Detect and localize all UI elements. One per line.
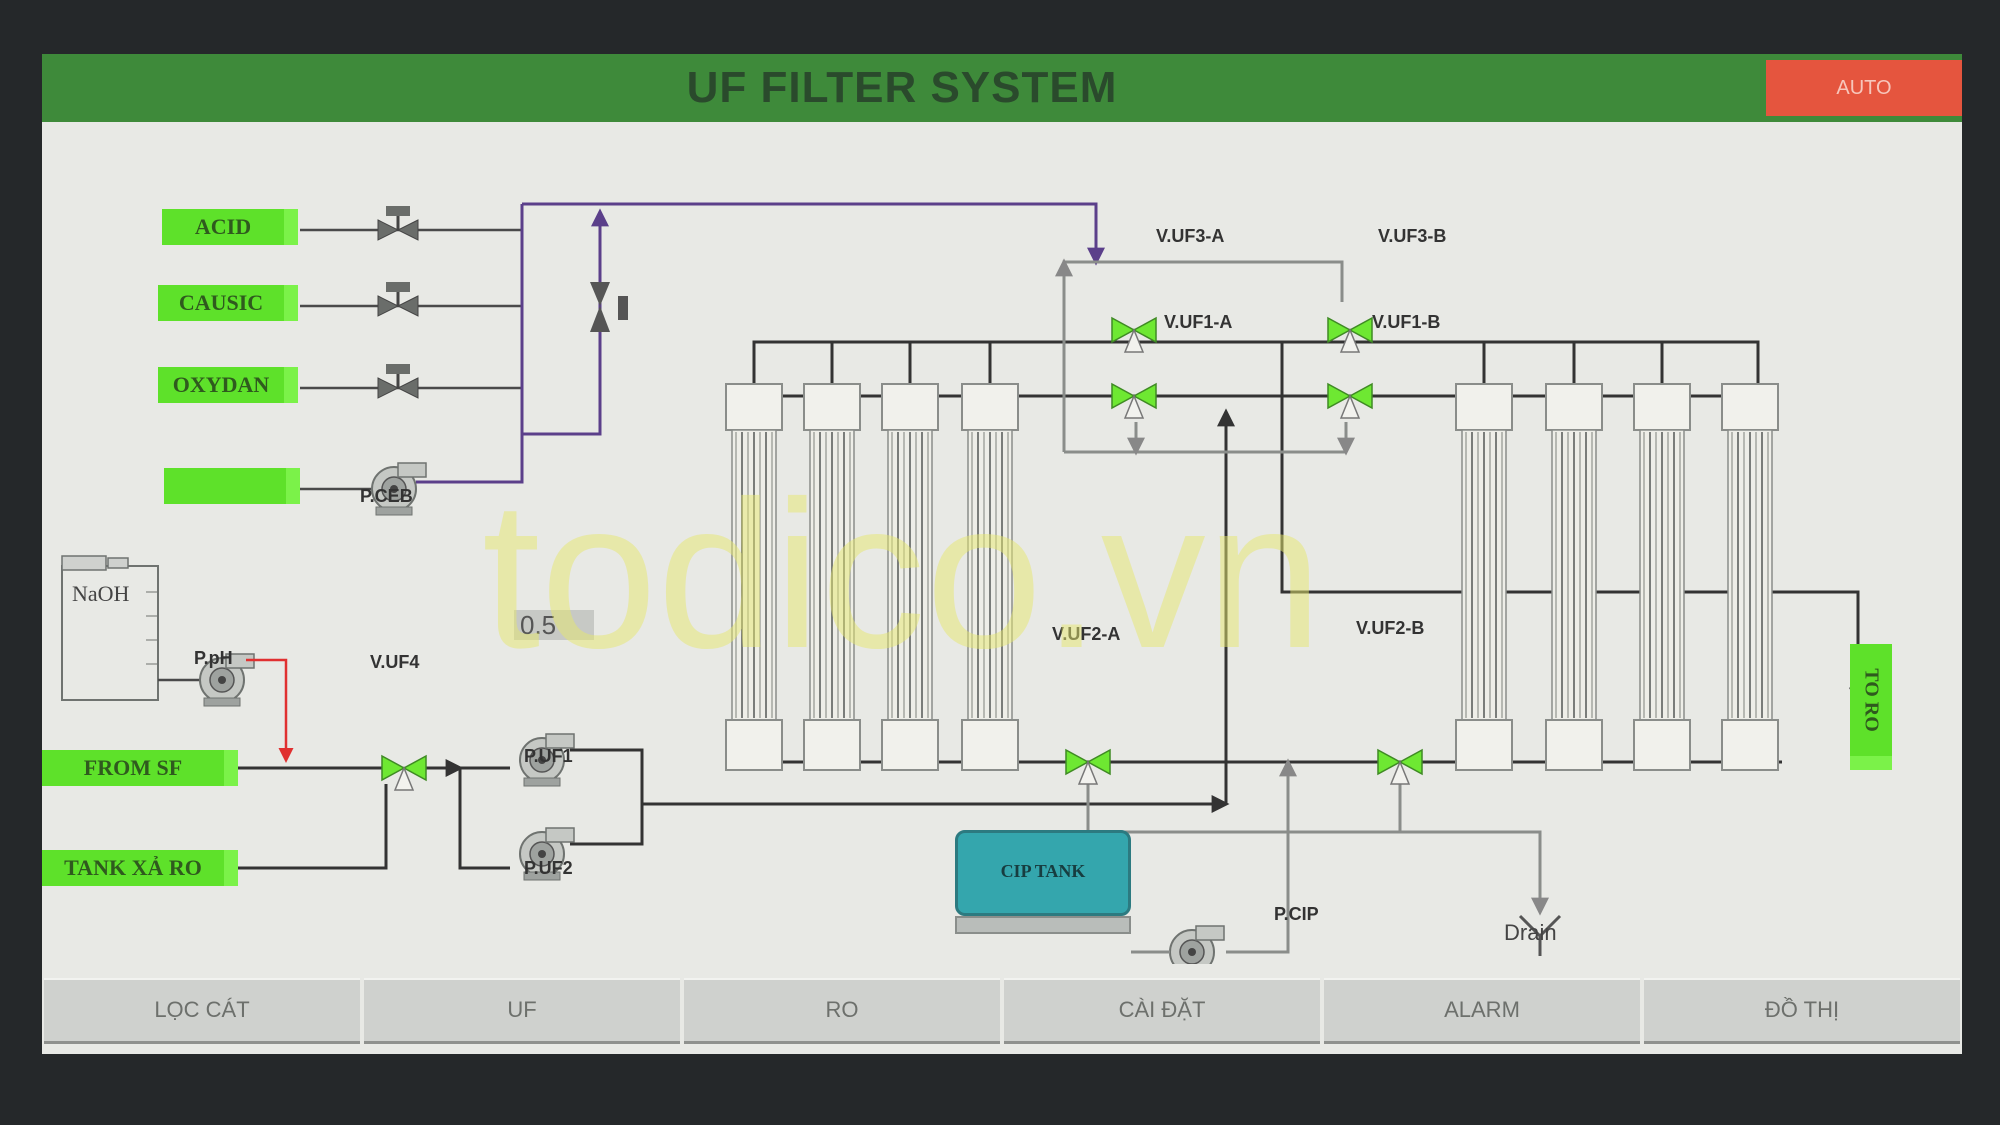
feed-lines [238, 408, 1235, 870]
uf-modules-left [725, 383, 1019, 771]
uf-module-left-2 [803, 383, 861, 771]
label-drain: Drain [1504, 920, 1557, 945]
pressure-readout: 0.5 [514, 610, 594, 640]
uf-modules-right [1455, 383, 1779, 771]
uf-module-right-1 [1455, 383, 1513, 771]
process-diagram [61, 202, 1867, 964]
label-pump-ceb: P.CEB [360, 486, 413, 506]
uf-module-left-4 [961, 383, 1019, 771]
tag-tank-xa-ro[interactable]: TANK XẢ RO [42, 850, 238, 886]
uf-module-right-4 [1721, 383, 1779, 771]
label-valve-uf2a: V.UF2-A [1052, 624, 1121, 644]
tag-acid[interactable]: ACID [162, 209, 298, 245]
label-pump-cip: P.CIP [1274, 904, 1319, 924]
drain-icon [1518, 914, 1562, 956]
naoh-tank [61, 555, 159, 701]
page-title: UF FILTER SYSTEM [686, 63, 1118, 112]
nav-cai-dat[interactable]: CÀI ĐẶT [1004, 978, 1320, 1044]
hmi-screen: UF FILTER SYSTEM AUTO [42, 54, 1962, 1054]
valve-uf1a[interactable] [1111, 383, 1157, 419]
label-valve-uf2b: V.UF2-B [1356, 618, 1425, 638]
valve-uf2a[interactable] [1065, 749, 1111, 785]
chem-valve-acid[interactable] [376, 204, 420, 242]
valve-uf3a[interactable] [1111, 317, 1157, 353]
cip-tank: CIP TANK [955, 830, 1131, 916]
label-pump-uf2: P.UF2 [524, 858, 573, 878]
uf-module-right-2 [1545, 383, 1603, 771]
uf-module-left-1 [725, 383, 783, 771]
naoh-label: NaOH [72, 581, 130, 606]
pump-cip[interactable] [1169, 925, 1225, 964]
valve-uf2b[interactable] [1377, 749, 1423, 785]
nav-do-thi[interactable]: ĐỒ THỊ [1644, 978, 1960, 1044]
valve-uf3b[interactable] [1327, 317, 1373, 353]
to-ro-label: TO RO [1860, 668, 1883, 732]
nav-uf[interactable]: UF [364, 978, 680, 1044]
tag-to-ro[interactable]: TO RO [1850, 644, 1892, 770]
valve-uf4[interactable] [381, 755, 427, 791]
label-pump-ph: P.pH [194, 648, 233, 668]
chemical-lines [300, 228, 522, 491]
uf-module-left-3 [881, 383, 939, 771]
ph-dosing-line [246, 658, 294, 763]
valve-uf1b[interactable] [1327, 383, 1373, 419]
label-valve-uf1a: V.UF1-A [1164, 312, 1233, 332]
auto-mode-button[interactable]: AUTO [1766, 60, 1962, 116]
tag-oxydan[interactable]: OXYDAN [158, 367, 298, 403]
label-pump-uf1: P.UF1 [524, 746, 573, 766]
chem-valve-causic[interactable] [376, 280, 420, 318]
label-valve-uf4: V.UF4 [370, 652, 420, 672]
cip-tank-label: CIP TANK [1000, 861, 1086, 881]
label-valve-uf1b: V.UF1-B [1372, 312, 1441, 332]
label-valve-uf3b: V.UF3-B [1378, 226, 1447, 246]
nav-ro[interactable]: RO [684, 978, 1000, 1044]
uf-module-right-3 [1633, 383, 1691, 771]
grey-cip-lines [979, 258, 1549, 954]
tag-causic[interactable]: CAUSIC [158, 285, 298, 321]
tag-from-sf[interactable]: FROM SF [42, 750, 238, 786]
bottom-nav: LỌC CÁT UF RO CÀI ĐẶT ALARM ĐỒ THỊ [42, 964, 1962, 1054]
cip-tank-base [955, 916, 1131, 934]
check-valve [590, 282, 628, 332]
title-bar: UF FILTER SYSTEM AUTO [42, 54, 1962, 122]
nav-loc-cat[interactable]: LỌC CÁT [44, 978, 360, 1044]
nav-alarm[interactable]: ALARM [1324, 978, 1640, 1044]
label-valve-uf3a: V.UF3-A [1156, 226, 1225, 246]
chem-valve-oxydan[interactable] [376, 362, 420, 400]
tag-spare[interactable] [164, 468, 300, 504]
